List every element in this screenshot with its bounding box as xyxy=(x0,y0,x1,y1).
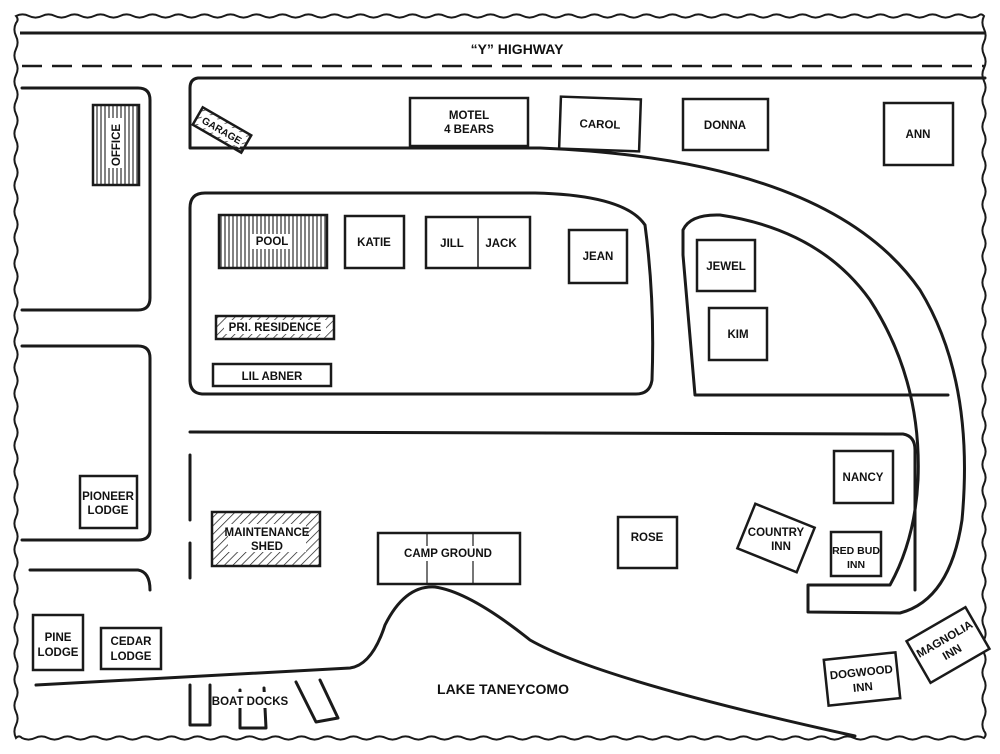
motel-label-line2: 4 BEARS xyxy=(444,124,494,136)
donna-label: DONNA xyxy=(704,120,746,132)
carol-label: CAROL xyxy=(579,118,620,131)
red-bud-label-line1: RED BUD xyxy=(832,545,880,557)
map-border xyxy=(13,13,987,741)
donna-building[interactable]: DONNA xyxy=(681,97,770,152)
pine-lodge-label-line1: PINE xyxy=(45,632,72,644)
cedar-lodge-building[interactable]: CEDAR LODGE xyxy=(99,626,163,671)
ann-label: ANN xyxy=(906,129,931,141)
kim-building[interactable]: KIM xyxy=(707,306,769,362)
nancy-label: NANCY xyxy=(843,472,884,484)
jill-label: JILL xyxy=(440,238,464,250)
pool[interactable]: POOL xyxy=(217,213,329,270)
camp-ground-label: CAMP GROUND xyxy=(404,548,492,560)
boat-docks[interactable]: BOAT DOCKS xyxy=(188,678,340,730)
pioneer-label-line2: LODGE xyxy=(88,505,129,517)
country-inn-label-line2: INN xyxy=(771,541,791,553)
country-inn-building[interactable]: COUNTRY INN xyxy=(735,502,817,574)
nancy-building[interactable]: NANCY xyxy=(832,449,895,505)
carol-building[interactable]: CAROL xyxy=(557,95,643,153)
pioneer-lodge-building[interactable]: PIONEER LODGE xyxy=(78,474,139,530)
garage-building[interactable]: GARAGE xyxy=(191,105,253,155)
kim-label: KIM xyxy=(727,329,748,341)
dogwood-label-line2: INN xyxy=(852,681,873,695)
red-bud-inn-building[interactable]: RED BUD INN xyxy=(829,530,883,578)
dogwood-inn-building[interactable]: DOGWOOD INN xyxy=(822,650,902,708)
katie-label: KATIE xyxy=(357,237,391,249)
motel-4-bears-building[interactable]: MOTEL 4 BEARS xyxy=(408,96,530,148)
cedar-lodge-label-line2: LODGE xyxy=(111,651,152,663)
magnolia-inn-building[interactable]: MAGNOLIA INN xyxy=(904,605,992,685)
lake-label: LAKE TANEYCOMO xyxy=(437,681,569,697)
jean-label: JEAN xyxy=(583,251,614,263)
rose-building[interactable]: ROSE xyxy=(616,515,679,570)
maintenance-label-line1: MAINTENANCE xyxy=(225,527,310,539)
pool-label: POOL xyxy=(256,236,289,248)
office-label: OFFICE xyxy=(111,124,123,166)
pine-lodge-building[interactable]: PINE LODGE xyxy=(31,613,85,672)
motel-label-line1: MOTEL xyxy=(449,110,489,122)
office-building[interactable]: OFFICE xyxy=(91,103,141,187)
jill-jack-building[interactable]: JILL JACK xyxy=(424,215,532,270)
jack-label: JACK xyxy=(485,238,517,250)
maintenance-label-line2: SHED xyxy=(251,541,283,553)
katie-building[interactable]: KATIE xyxy=(343,214,406,270)
pri-residence-label: PRI. RESIDENCE xyxy=(229,322,322,334)
boat-docks-label: BOAT DOCKS xyxy=(212,696,289,708)
lil-abner-label: LIL ABNER xyxy=(242,371,303,383)
private-residence-building[interactable]: PRI. RESIDENCE xyxy=(214,314,336,341)
lil-abner-building[interactable]: LIL ABNER xyxy=(211,362,333,388)
country-inn-label-line1: COUNTRY xyxy=(748,527,805,539)
jewel-label: JEWEL xyxy=(706,261,746,273)
pioneer-label-line1: PIONEER xyxy=(82,491,134,503)
jean-building[interactable]: JEAN xyxy=(567,228,629,285)
camp-ground[interactable]: CAMP GROUND xyxy=(376,531,522,586)
maintenance-shed-building[interactable]: MAINTENANCE SHED xyxy=(210,510,322,568)
cedar-lodge-label-line1: CEDAR xyxy=(111,636,153,648)
red-bud-label-line2: INN xyxy=(847,559,865,571)
highway-label: “Y” HIGHWAY xyxy=(471,41,564,57)
roads xyxy=(20,76,987,738)
rose-label: ROSE xyxy=(631,532,664,544)
jewel-building[interactable]: JEWEL xyxy=(695,238,757,293)
ann-building[interactable]: ANN xyxy=(882,101,955,167)
pine-lodge-label-line2: LODGE xyxy=(38,647,79,659)
